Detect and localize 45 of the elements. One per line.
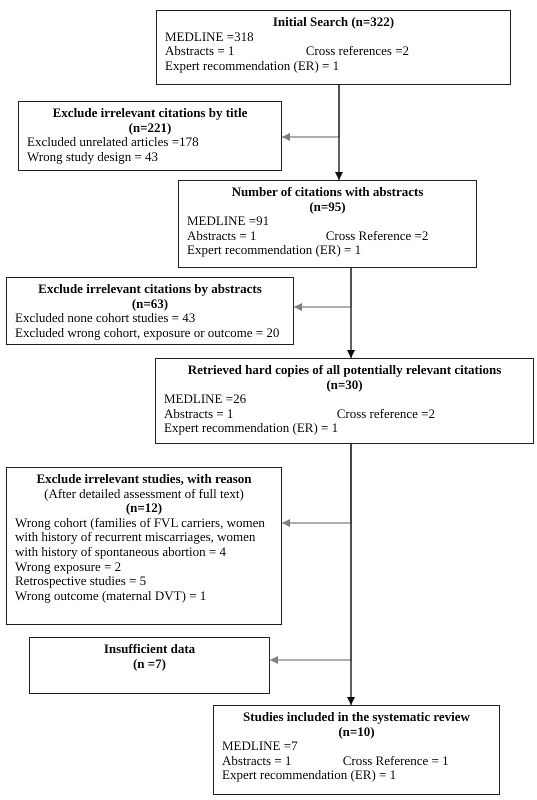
box-heading: Studies included in the systematic review (n=10) — [242, 710, 471, 740]
body-text: Cross references =2 — [306, 44, 410, 59]
process-box — [213, 705, 500, 795]
body-text: Expert recommendation (ER) = 1 — [187, 243, 362, 258]
arrow — [335, 85, 343, 180]
body-text: Wrong study design = 43 — [27, 150, 158, 164]
box-subheading: (After detailed assessment of full text) — [44, 486, 244, 502]
exclusion-box — [18, 101, 282, 171]
body-text: Expert recommendation (ER) = 1 — [164, 421, 338, 436]
box-heading: Retrieved hard copies of all potentially relevant citations (n=30) — [186, 363, 502, 392]
body-text: Wrong outcome (maternal DVT) = 1 — [15, 588, 206, 604]
body-text: MEDLINE =91 — [187, 214, 270, 229]
box-heading: Exclude irrelevant citations by abstracts (n=63) — [37, 282, 263, 312]
body-text: Excluded unrelated articles =178 — [27, 135, 199, 150]
body-text: Retrospective studies = 5 — [15, 574, 146, 589]
body-text: MEDLINE =26 — [164, 392, 246, 407]
body-text: Cross reference =2 — [336, 406, 435, 422]
body-text: MEDLINE =7 — [222, 739, 298, 754]
process-box — [156, 10, 511, 85]
arrow — [347, 444, 355, 705]
body-text: Abstracts = 1 — [165, 44, 234, 59]
body-text: Wrong exposure = 2 — [15, 560, 122, 574]
process-box — [178, 180, 477, 268]
box-heading: Insufficient data (n =7) — [102, 642, 196, 672]
body-text: Expert recommendation (ER) = 1 — [165, 58, 340, 74]
body-text: Expert recommendation (ER) = 1 — [222, 768, 396, 783]
body-text: Abstracts = 1 — [187, 228, 256, 244]
body-text: Wrong cohort (families of FVL carriers, women with history of recurrent miscarriages, women with history of spontaneous abortion = 4 — [15, 516, 266, 560]
exclusion-box — [6, 467, 282, 625]
box-heading: Initial Search (n=322) — [272, 15, 394, 30]
box-heading: Exclude irrelevant studies, with reason — [36, 472, 252, 487]
body-text: Excluded none cohort studies = 43 — [15, 311, 196, 326]
body-text: MEDLINE =318 — [165, 30, 254, 44]
body-text: Excluded wrong cohort, exposure or outcome = 20 — [15, 326, 280, 340]
box-heading: Number of citations with abstracts (n=95) — [230, 185, 424, 214]
exclusion-box — [6, 277, 294, 345]
body-text: Cross Reference = 1 — [342, 754, 449, 768]
exclusion-box — [29, 637, 270, 694]
box-heading: (n=12) — [126, 501, 162, 516]
process-box — [155, 358, 534, 444]
body-text: Abstracts = 1 — [164, 406, 234, 422]
arrow — [347, 268, 355, 358]
body-text: Abstracts = 1 — [222, 754, 292, 768]
box-heading: Exclude irrelevant citations by title (n=221) — [52, 106, 248, 136]
body-text: Cross Reference =2 — [326, 228, 428, 244]
